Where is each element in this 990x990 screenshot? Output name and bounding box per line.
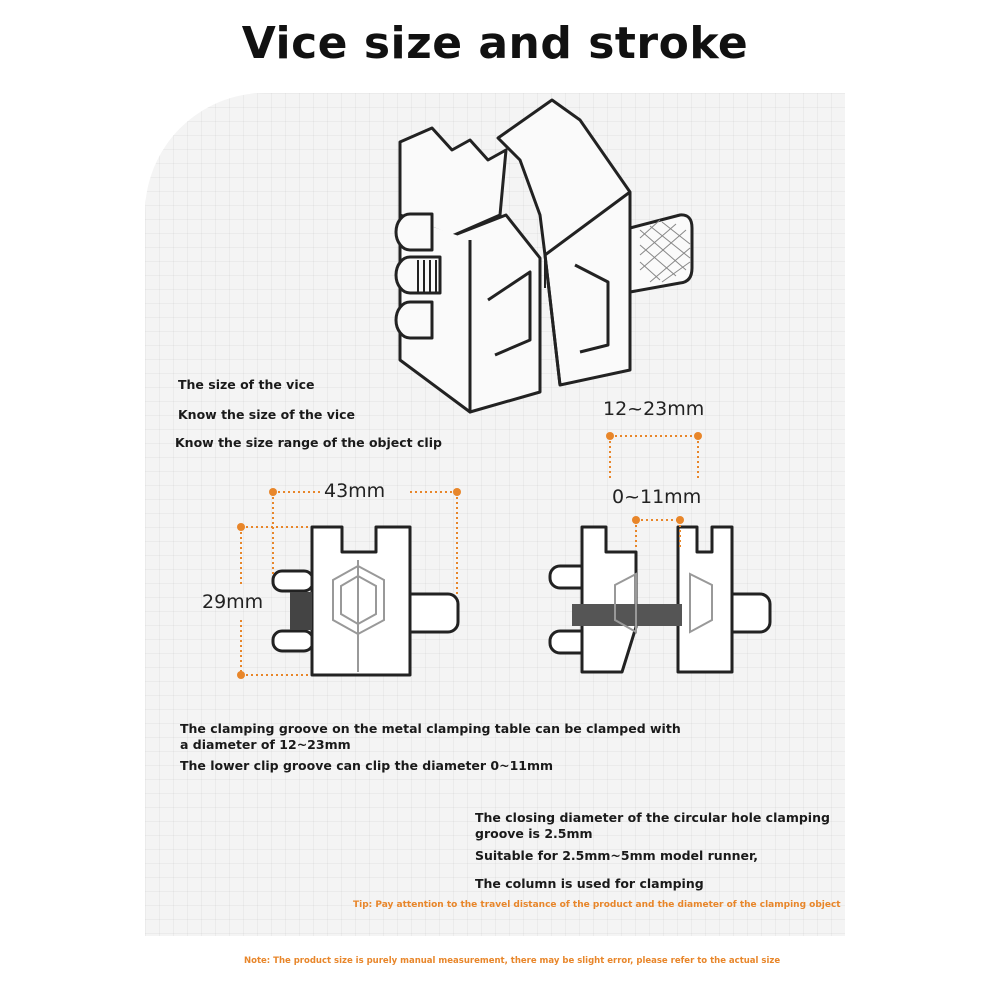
dim-lower-range-label: 0~11mm [612,486,702,508]
dim-height-label: 29mm [202,591,264,613]
hole-desc-line-2: groove is 2.5mm [475,826,593,841]
intro-line-3: Know the size range of the object clip [175,435,442,450]
note-text: Note: The product size is purely manual … [244,956,781,966]
intro-line-2: Know the size of the vice [178,407,356,422]
intro-line-1: The size of the vice [178,377,315,392]
suitable-desc: Suitable for 2.5mm~5mm model runner, [475,848,759,863]
lower-groove-desc: The lower clip groove can clip the diame… [180,758,554,773]
clamp-desc-line-2: a diameter of 12~23mm [180,737,351,752]
dim-upper-range-label: 12~23mm [603,398,705,420]
column-desc: The column is used for clamping [475,876,704,891]
dim-width-label: 43mm [324,480,386,502]
clamp-desc-line-1: The clamping groove on the metal clampin… [180,721,681,736]
tip-text: Tip: Pay attention to the travel distanc… [353,900,841,910]
hole-desc-line-1: The closing diameter of the circular hol… [475,810,830,825]
page-title: Vice size and stroke [241,18,749,69]
